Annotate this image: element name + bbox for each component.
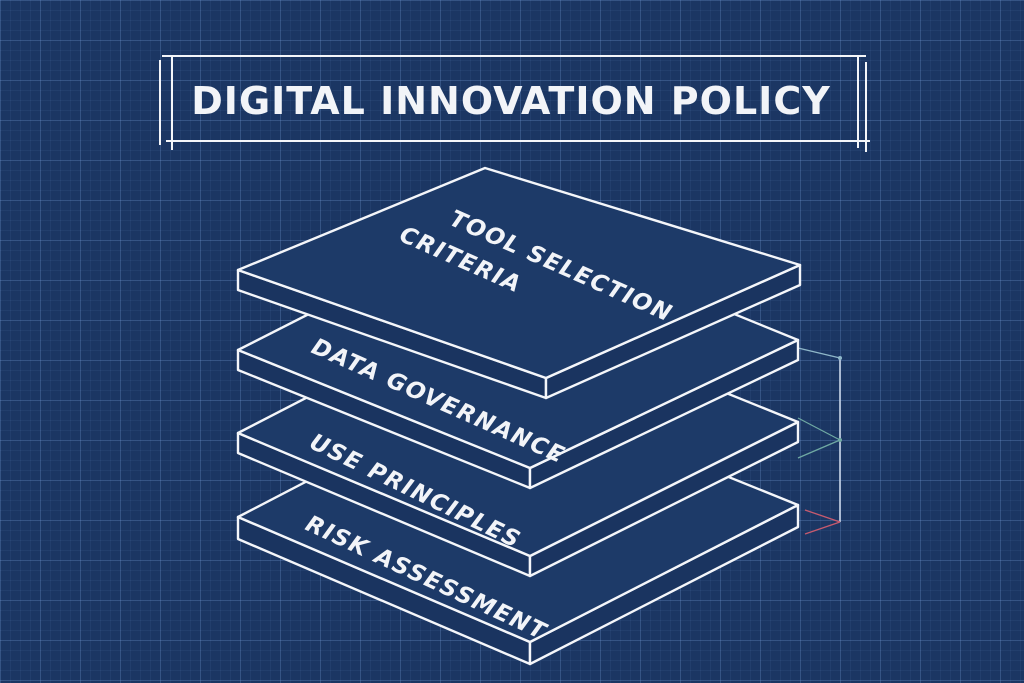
dimension-bracket	[797, 347, 842, 535]
title-frame: DIGITAL INNOVATION POLICY	[159, 55, 870, 152]
layer-tool-selection: TOOL SELECTION CRITERIA	[236, 166, 802, 400]
page-title: DIGITAL INNOVATION POLICY	[191, 79, 830, 123]
